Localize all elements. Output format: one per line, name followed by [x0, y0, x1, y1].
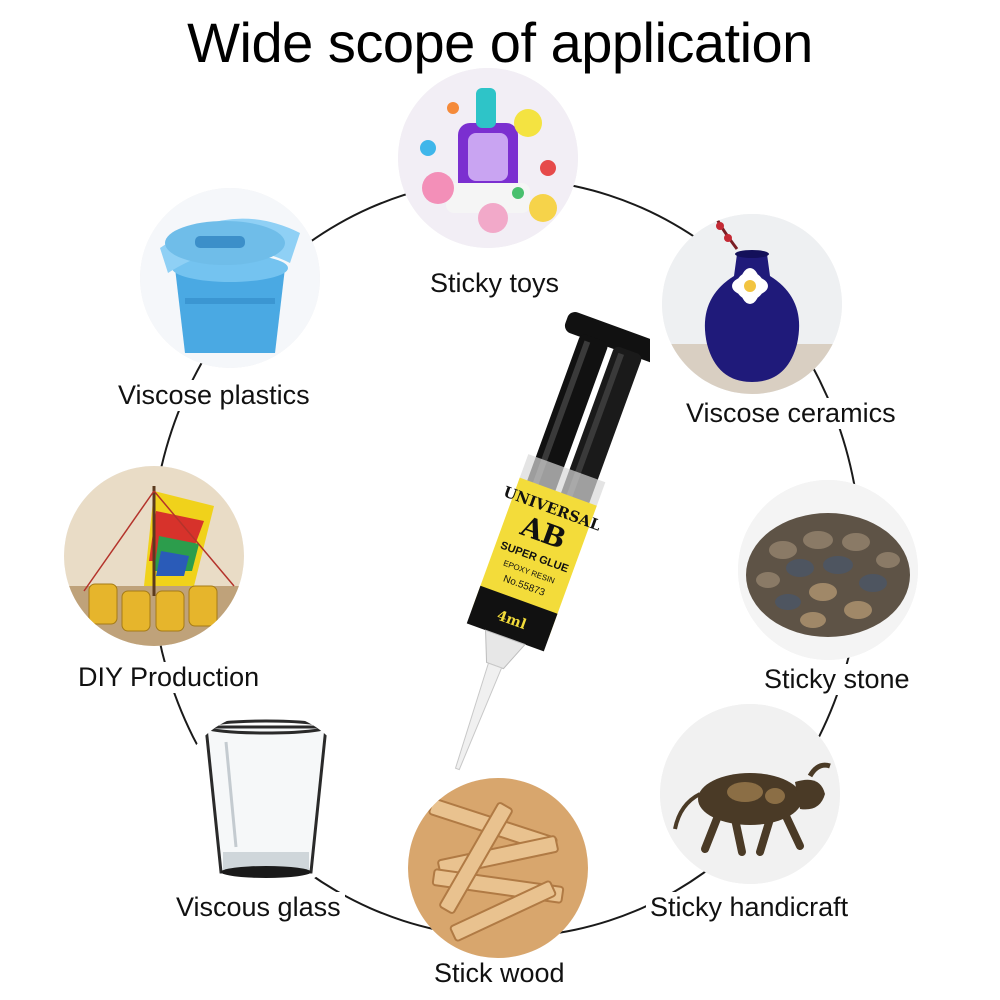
ceramic-vase-photo-icon: [662, 214, 842, 394]
item-label-viscose-ceramics: Viscose ceramics: [682, 398, 900, 429]
diy-boat-photo-icon: [64, 466, 244, 646]
item-label-sticky-stone: Sticky stone: [760, 664, 914, 695]
item-label-diy-production: DIY Production: [74, 662, 264, 693]
stone-bowl-photo-icon: [738, 480, 918, 660]
item-label-viscose-plastics: Viscose plastics: [114, 380, 314, 411]
plunger-cap: [564, 312, 672, 366]
glass-cup-photo-icon: [176, 712, 356, 892]
item-label-sticky-toys: Sticky toys: [426, 268, 564, 299]
wood-sticks-photo-icon: [408, 778, 588, 958]
page-title: Wide scope of application: [187, 11, 813, 74]
bull-statue-photo-icon: [660, 704, 840, 884]
toys-photo-icon: [398, 68, 578, 248]
item-label-viscous-glass: Viscous glass: [172, 892, 345, 923]
product-label-band: [466, 585, 558, 652]
plastic-bucket-photo-icon: [140, 188, 320, 368]
item-label-stick-wood: Stick wood: [430, 958, 569, 989]
product-syringe: UNIVERSAL AB SUPER GLUE EPOXY RESIN No.5…: [370, 308, 672, 788]
item-label-sticky-handicraft: Sticky handicraft: [646, 892, 853, 923]
